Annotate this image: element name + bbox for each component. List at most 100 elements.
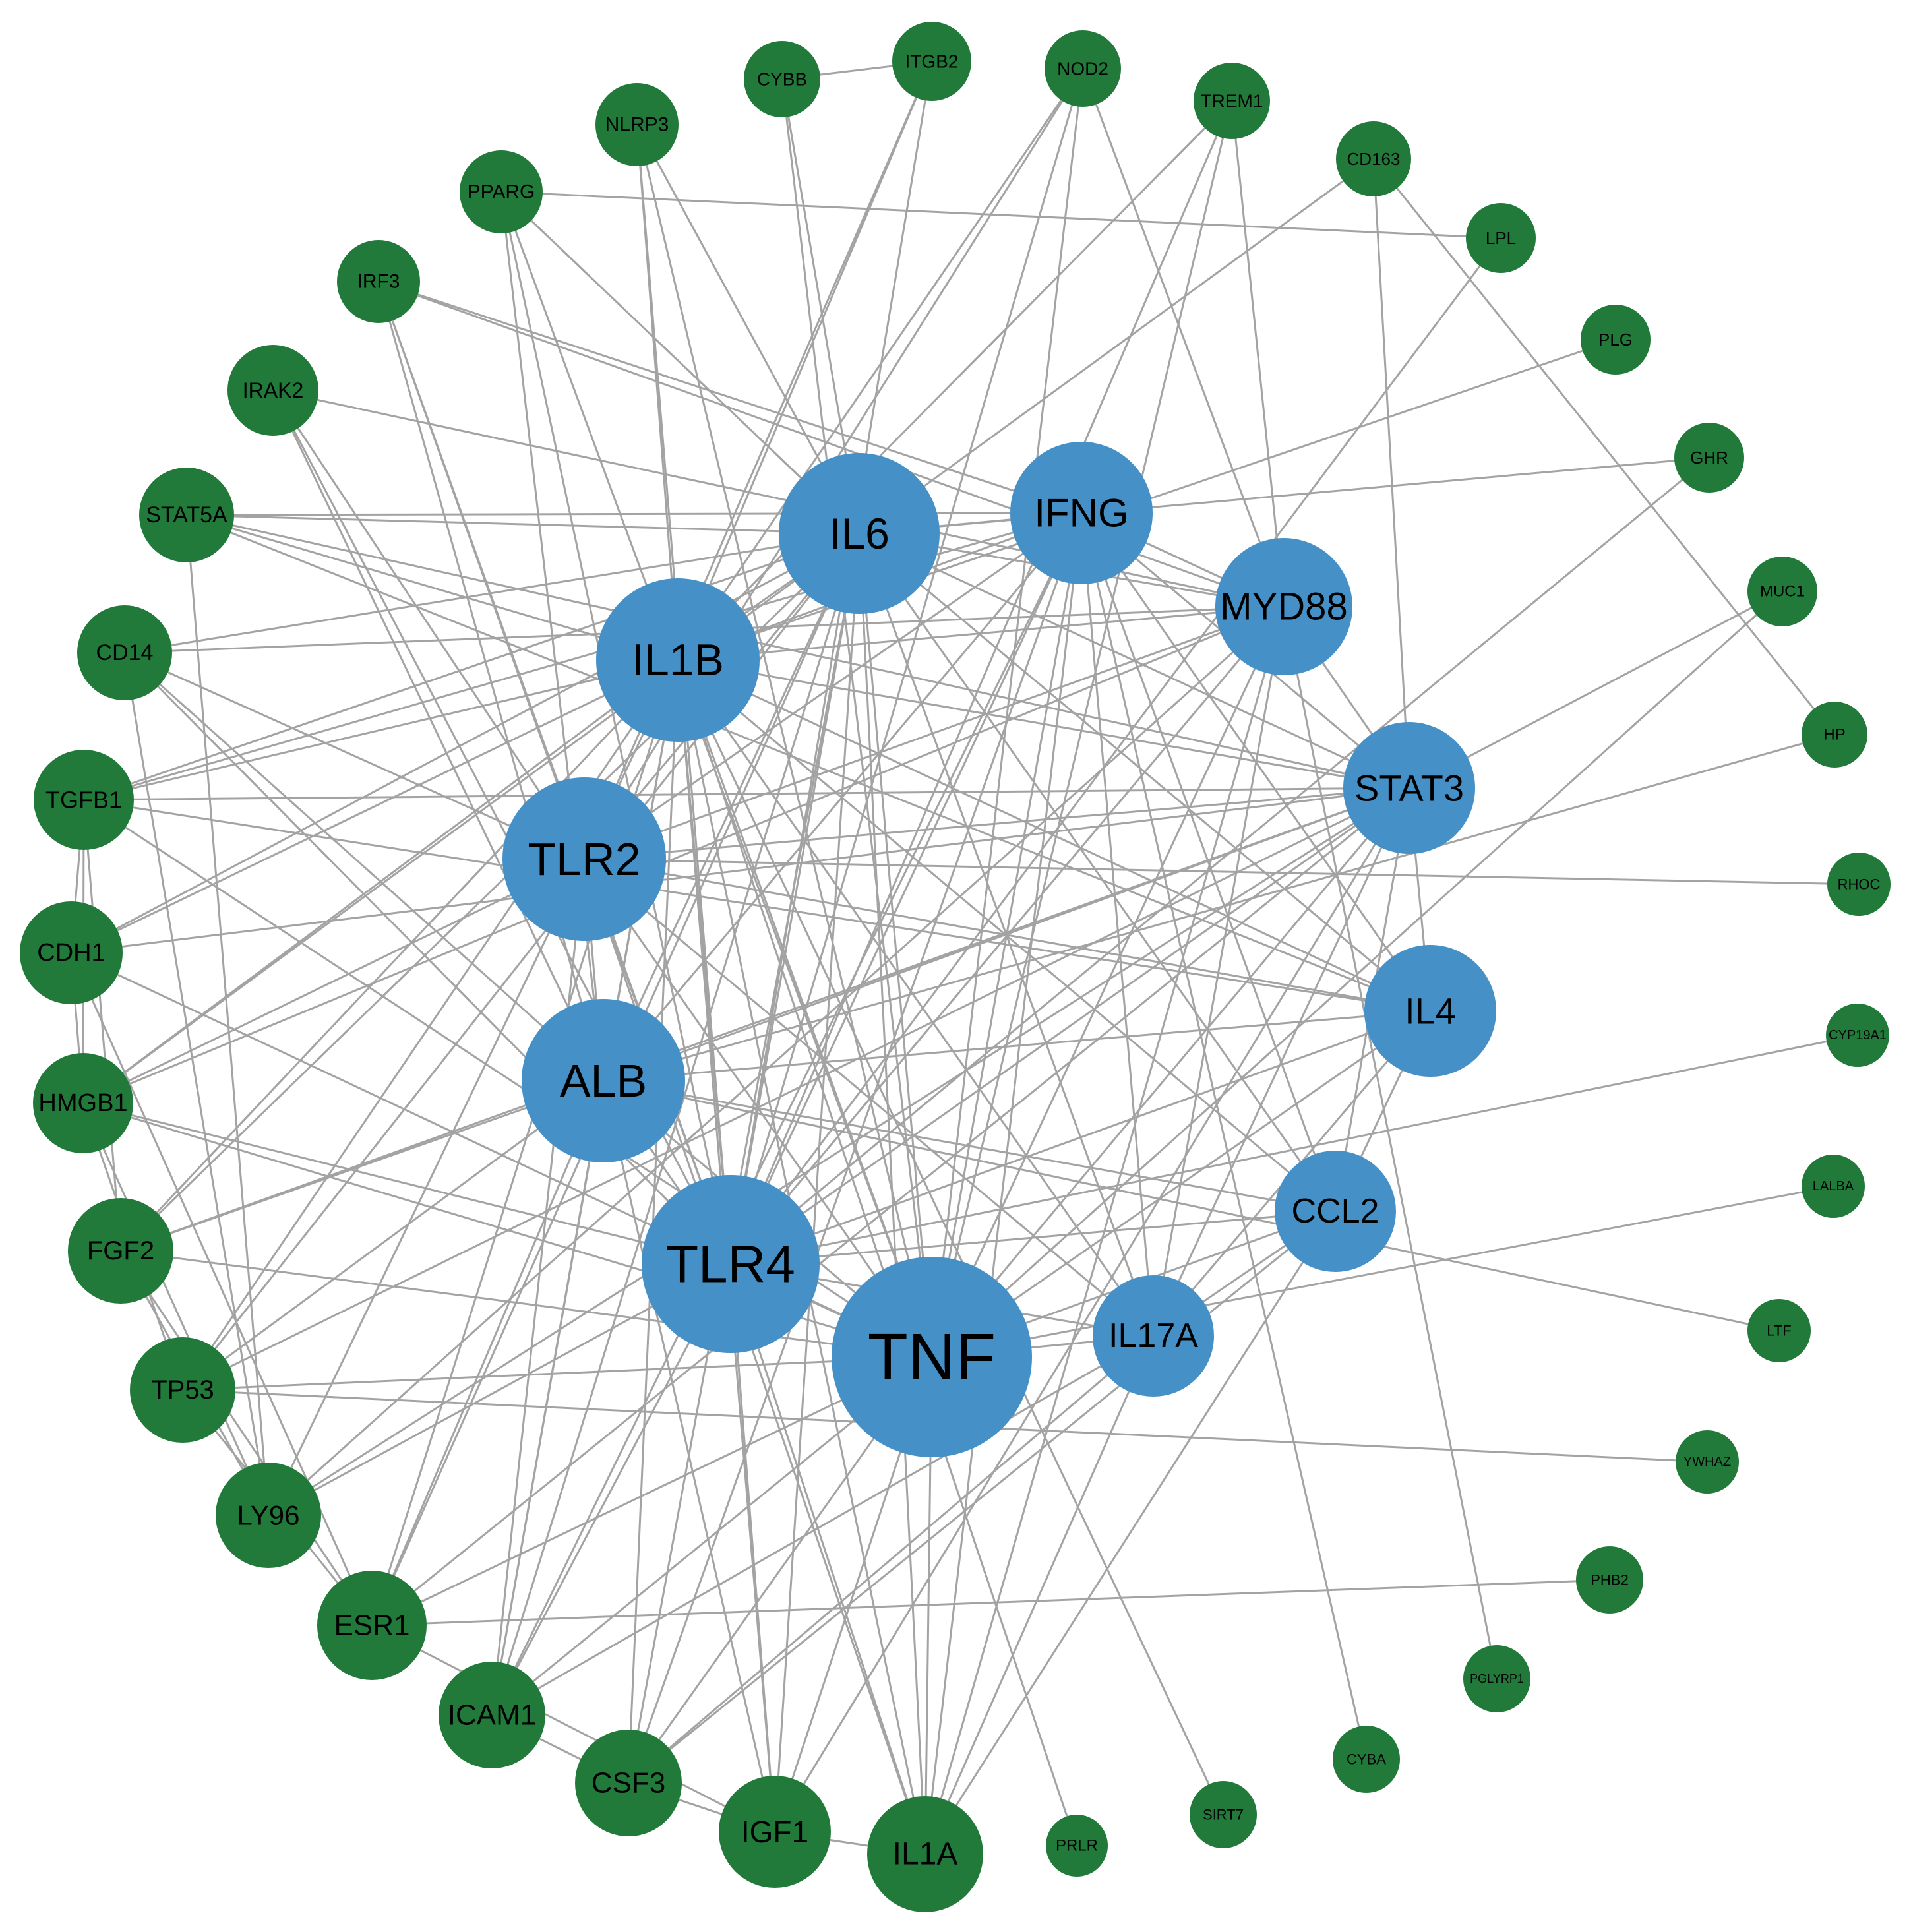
node-lalba: LALBA [1802,1155,1865,1218]
node-tp53: TP53 [130,1337,235,1443]
edge-tgfb1-il4 [83,799,1431,1012]
node-circle-plg [1581,305,1651,375]
node-circle-nod2 [1045,30,1121,107]
node-label-ifng: IFNG [1034,491,1128,535]
node-ly96: LY96 [216,1463,321,1568]
node-label-nod2: NOD2 [1057,59,1108,79]
edge-myd88-il17a [1152,606,1285,1337]
node-label-tlr2: TLR2 [528,833,640,885]
edge-icam1-alb [491,1080,605,1716]
edge-tgfb1-il6 [83,532,860,801]
edge-il1b-myd88 [677,605,1285,661]
edge-stat5a-ifng [186,512,1082,516]
node-label-il6: IL6 [829,509,890,558]
edge-tp53-alb [182,1079,604,1391]
edge-phb2-esr1 [371,1579,1610,1627]
node-ghr: GHR [1674,423,1744,493]
node-label-cd14: CD14 [96,640,154,665]
node-label-cd163: CD163 [1347,149,1401,169]
edge-trem1-tnf [930,100,1233,1358]
node-circle-il6 [779,453,940,614]
edge-igf1-stat3 [773,787,1410,1832]
node-label-phb2: PHB2 [1591,1572,1628,1588]
node-circle-sirt7 [1190,1781,1257,1848]
node-hp: HP [1802,702,1867,768]
node-sirt7: SIRT7 [1190,1781,1257,1848]
node-cd163: CD163 [1336,121,1411,196]
edge-sirt7-il1b [677,659,1225,1815]
edge-cd163-hp [1372,158,1836,735]
node-circle-il4 [1364,945,1496,1077]
node-circle-ifng [1010,442,1153,584]
edge-tlr4-ifng [729,512,1083,1265]
node-circle-esr1 [317,1571,427,1680]
node-itgb2: ITGB2 [892,22,971,101]
edge-alb-ccl2 [603,1079,1336,1213]
node-hmgb1: HMGB1 [33,1053,133,1153]
node-cd14: CD14 [77,605,172,700]
edge-fgf2-tnf [120,1250,932,1358]
node-label-irak2: IRAK2 [243,378,303,402]
node-label-igf1: IGF1 [741,1815,808,1849]
edge-tlr4-il6 [729,533,861,1265]
node-tlr2: TLR2 [502,777,666,941]
edge-nlrp3-tnf [636,124,933,1358]
node-label-ghr: GHR [1690,448,1728,468]
node-label-lalba: LALBA [1813,1179,1854,1193]
edge-fgf2-il1b [119,659,679,1252]
node-cybb: CYBB [744,41,820,117]
edge-pglyrp1-myd88 [1283,606,1498,1679]
edge-trem1-myd88 [1230,100,1285,607]
node-label-pparg: PPARG [468,181,535,203]
edge-hmgb1-myd88 [82,605,1285,1104]
edge-fgf2-tgfb1 [82,799,122,1252]
node-circle-tp53 [130,1337,235,1443]
node-fgf2: FGF2 [68,1198,173,1304]
node-circle-irf3 [337,240,420,323]
node-circle-cdh1 [20,901,123,1004]
node-circle-stat3 [1343,722,1475,854]
node-circle-icam1 [439,1662,545,1768]
node-circle-itgb2 [892,22,971,101]
node-circle-il1b [596,578,760,742]
node-label-il17a: IL17A [1108,1317,1198,1355]
node-circle-hmgb1 [33,1053,133,1153]
edge-icam1-il17a [491,1335,1154,1716]
edge-hmgb1-tlr2 [82,858,585,1104]
edge-tnf-myd88 [930,606,1285,1358]
edge-igf1-il6 [773,533,861,1832]
edge-il1a-myd88 [924,606,1285,1855]
node-label-itgb2: ITGB2 [905,51,959,72]
edge-stat5a-ly96 [185,514,270,1516]
node-circle-lpl [1466,203,1536,273]
node-label-cyp19a1: CYP19A1 [1829,1028,1887,1042]
node-circle-cd14 [77,605,172,700]
node-label-il1b: IL1B [632,635,724,685]
edge-prlr-il1b [677,659,1078,1846]
edge-ifng-ccl2 [1080,512,1337,1212]
node-label-nlrp3: NLRP3 [605,114,669,136]
edge-il6-ccl2 [858,533,1337,1212]
node-circle-alb [522,999,685,1162]
node-label-cyba: CYBA [1347,1751,1386,1768]
node-rhoc: RHOC [1827,853,1891,916]
edge-tlr2-stat3 [584,787,1410,860]
edge-ghr-tlr4 [730,456,1710,1265]
edge-fgf2-esr1 [119,1250,373,1626]
edge-lpl-tlr4 [729,237,1502,1265]
edge-nod2-tlr4 [729,68,1084,1265]
edge-csf3-il17a [628,1335,1154,1784]
node-circle-nlrp3 [595,83,679,166]
edge-il1b-il17a [677,659,1155,1337]
edge-stat5a-il1b [186,514,679,661]
node-circle-tlr2 [502,777,666,941]
edge-stat5a-stat3 [186,514,1410,789]
edge-igf1-alb [602,1080,776,1832]
edge-cd163-il6 [859,158,1374,535]
node-circle-phb2 [1576,1546,1643,1614]
edge-stat5a-il4 [186,514,1431,1012]
node-circle-myd88 [1215,538,1352,675]
node-irak2: IRAK2 [227,345,318,436]
node-label-cdh1: CDH1 [37,939,105,967]
